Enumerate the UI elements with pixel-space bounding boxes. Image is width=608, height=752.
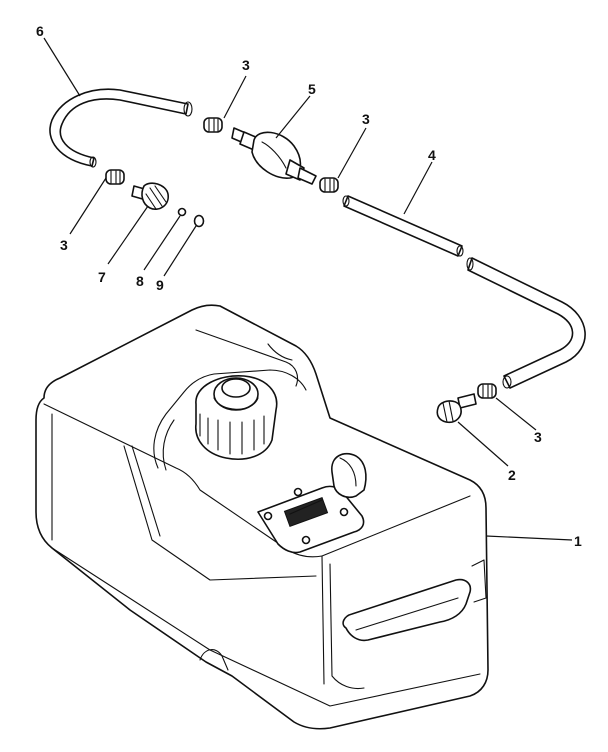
primer-bulb (231, 127, 317, 185)
callout-7-engine-connector: 7 (98, 269, 106, 285)
small-oring (177, 207, 187, 217)
hose-clamp-top-left (105, 169, 125, 185)
large-oring (193, 214, 205, 228)
callout-3-clamp-top-middle: 3 (242, 57, 250, 73)
callout-5-primer-bulb: 5 (308, 81, 316, 97)
hose-clamp-bottom-right (477, 383, 497, 399)
callout-2-tank-fitting: 2 (508, 467, 516, 483)
engine-connector (131, 182, 169, 210)
callout-3-clamp-top-left: 3 (60, 237, 68, 253)
filler-cap (195, 375, 278, 460)
engine-hose (49, 88, 193, 168)
fuel-gauge-plate (257, 485, 365, 554)
callout-3-clamp-right-of-bulb: 3 (362, 111, 370, 127)
callout-6-hose-engine: 6 (36, 23, 44, 39)
leader-lines (43, 37, 573, 541)
hose-clamp-top-middle (203, 117, 223, 133)
callout-labels: 6 3 5 3 4 3 7 8 9 3 2 1 (36, 23, 582, 549)
callout-1-fuel-tank: 1 (574, 533, 582, 549)
tank-hose (342, 195, 586, 389)
callout-8-small-oring: 8 (136, 273, 144, 289)
callout-9-large-oring: 9 (156, 277, 164, 293)
callout-4-hose-long: 4 (428, 147, 436, 163)
hose-clamp-right-of-bulb (319, 177, 339, 193)
fuel-gauge-dome (331, 452, 367, 499)
callout-3-clamp-bottom-right: 3 (534, 429, 542, 445)
tank-fitting (436, 393, 477, 424)
